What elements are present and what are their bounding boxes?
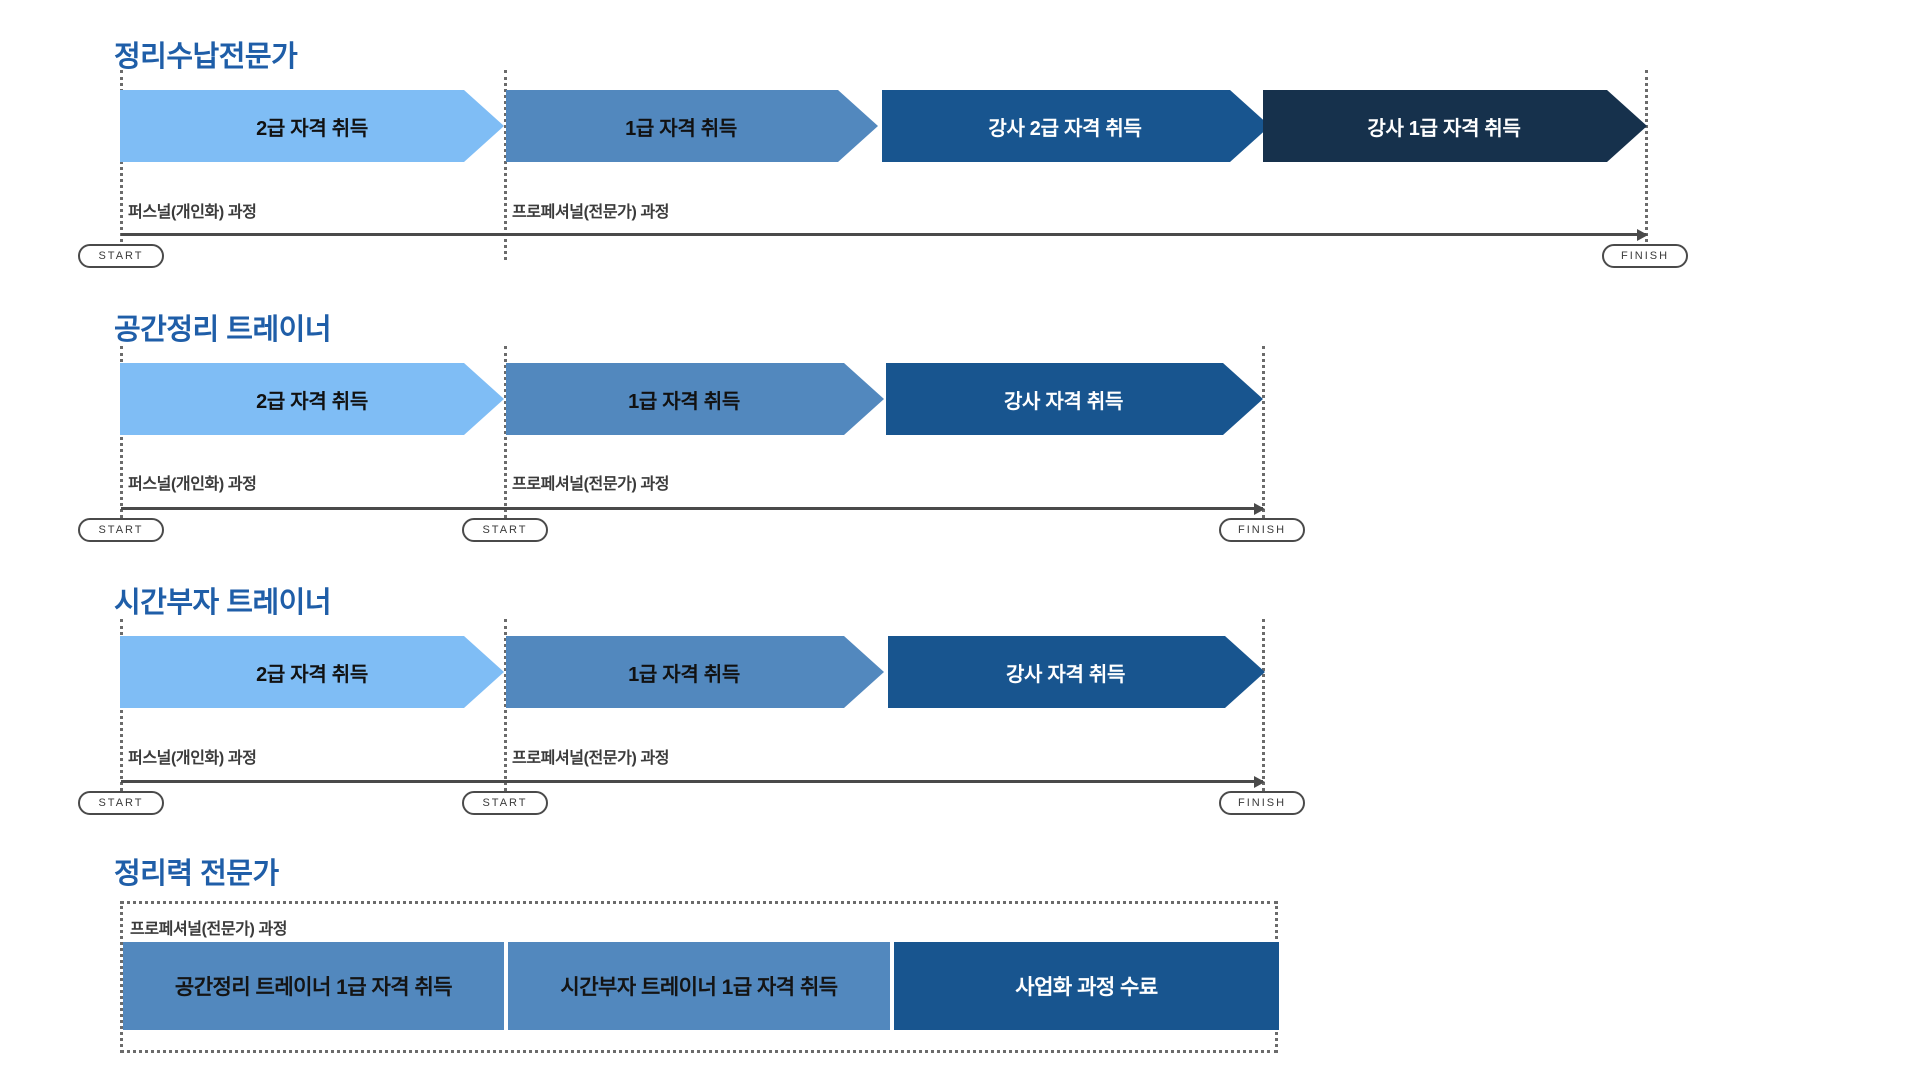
section-title-time-rich-trainer: 시간부자 트레이너 — [114, 587, 332, 619]
arrowhead-icon — [1254, 776, 1265, 788]
chevron-s3-step3[interactable] — [888, 636, 1265, 708]
chevron-label-s1-step1: 2급 자격 취득 — [256, 117, 368, 140]
marker-start-s3-b[interactable]: START — [462, 791, 548, 815]
arrowhead-icon — [1637, 229, 1648, 241]
vguide-s3-finish — [1262, 619, 1265, 809]
vguide-s2-finish — [1262, 346, 1265, 536]
phase-label-s2-personal: 퍼스널(개인화) 과정 — [128, 476, 257, 493]
block-row-s4: 공간정리 트레이너 1급 자격 취득 시간부자 트레이너 1급 자격 취득 사업… — [123, 942, 1279, 1030]
timeline-baseline-s2 — [121, 503, 1265, 515]
chevron-s1-step3[interactable] — [882, 90, 1270, 162]
phase-label-s1-professional: 프로페셔널(전문가) 과정 — [512, 204, 670, 221]
marker-finish-s1[interactable]: FINISH — [1602, 244, 1688, 268]
phase-label-s3-personal: 퍼스널(개인화) 과정 — [128, 750, 257, 767]
marker-start-s1[interactable]: START — [78, 244, 164, 268]
vguide-s1-start — [120, 70, 123, 260]
chevron-s2-step3[interactable] — [886, 363, 1263, 435]
chevron-s2-step1[interactable] — [120, 363, 504, 435]
vguide-s2-mid — [504, 346, 507, 536]
phase-label-s1-personal: 퍼스널(개인화) 과정 — [128, 204, 257, 221]
marker-start-s2-a[interactable]: START — [78, 518, 164, 542]
chevron-s1-step1[interactable] — [120, 90, 504, 162]
marker-finish-s2[interactable]: FINISH — [1219, 518, 1305, 542]
chevron-label-s2-step3: 강사 자격 취득 — [1003, 390, 1124, 413]
vguide-s1-mid — [504, 70, 507, 260]
marker-start-s3-a[interactable]: START — [78, 791, 164, 815]
chevron-label-s3-step2: 1급 자격 취득 — [628, 663, 740, 686]
chevron-s2-step2[interactable] — [506, 363, 884, 435]
section-title-organizing-power-expert: 정리력 전문가 — [114, 858, 279, 890]
chevron-label-s1-step2: 1급 자격 취득 — [625, 117, 737, 140]
vguide-s2-start — [120, 346, 123, 536]
timeline-baseline-s3 — [121, 776, 1265, 788]
section-title-space-organizing-trainer: 공간정리 트레이너 — [114, 314, 332, 346]
block-s4-step2[interactable]: 시간부자 트레이너 1급 자격 취득 — [508, 942, 890, 1030]
chevron-label-s1-step3: 강사 2급 자격 취득 — [988, 117, 1142, 140]
vguide-s3-start — [120, 619, 123, 809]
marker-start-s2-b[interactable]: START — [462, 518, 548, 542]
chevron-label-s2-step1: 2급 자격 취득 — [256, 390, 368, 413]
vguide-s1-finish — [1645, 70, 1648, 260]
chevron-s3-step1[interactable] — [120, 636, 504, 708]
chevron-s1-step2[interactable] — [506, 90, 878, 162]
phase-label-s2-professional: 프로페셔널(전문가) 과정 — [512, 476, 670, 493]
block-s4-step1[interactable]: 공간정리 트레이너 1급 자격 취득 — [123, 942, 504, 1030]
timeline-baseline-s1 — [121, 229, 1648, 241]
arrowhead-icon — [1254, 503, 1265, 515]
block-s4-step3[interactable]: 사업화 과정 수료 — [894, 942, 1279, 1030]
chevron-label-s3-step3: 강사 자격 취득 — [1005, 663, 1126, 686]
vguide-s3-mid — [504, 619, 507, 809]
phase-label-s4-professional: 프로페셔널(전문가) 과정 — [130, 921, 288, 938]
chevron-label-s1-step4: 강사 1급 자격 취득 — [1367, 117, 1521, 140]
phase-label-s3-professional: 프로페셔널(전문가) 과정 — [512, 750, 670, 767]
chevron-label-s3-step1: 2급 자격 취득 — [256, 663, 368, 686]
chevron-s1-step4[interactable] — [1263, 90, 1647, 162]
chevron-label-s2-step2: 1급 자격 취득 — [628, 390, 740, 413]
section-title-organizing-storage-expert: 정리수납전문가 — [114, 41, 298, 73]
marker-finish-s3[interactable]: FINISH — [1219, 791, 1305, 815]
chevron-s3-step2[interactable] — [506, 636, 884, 708]
